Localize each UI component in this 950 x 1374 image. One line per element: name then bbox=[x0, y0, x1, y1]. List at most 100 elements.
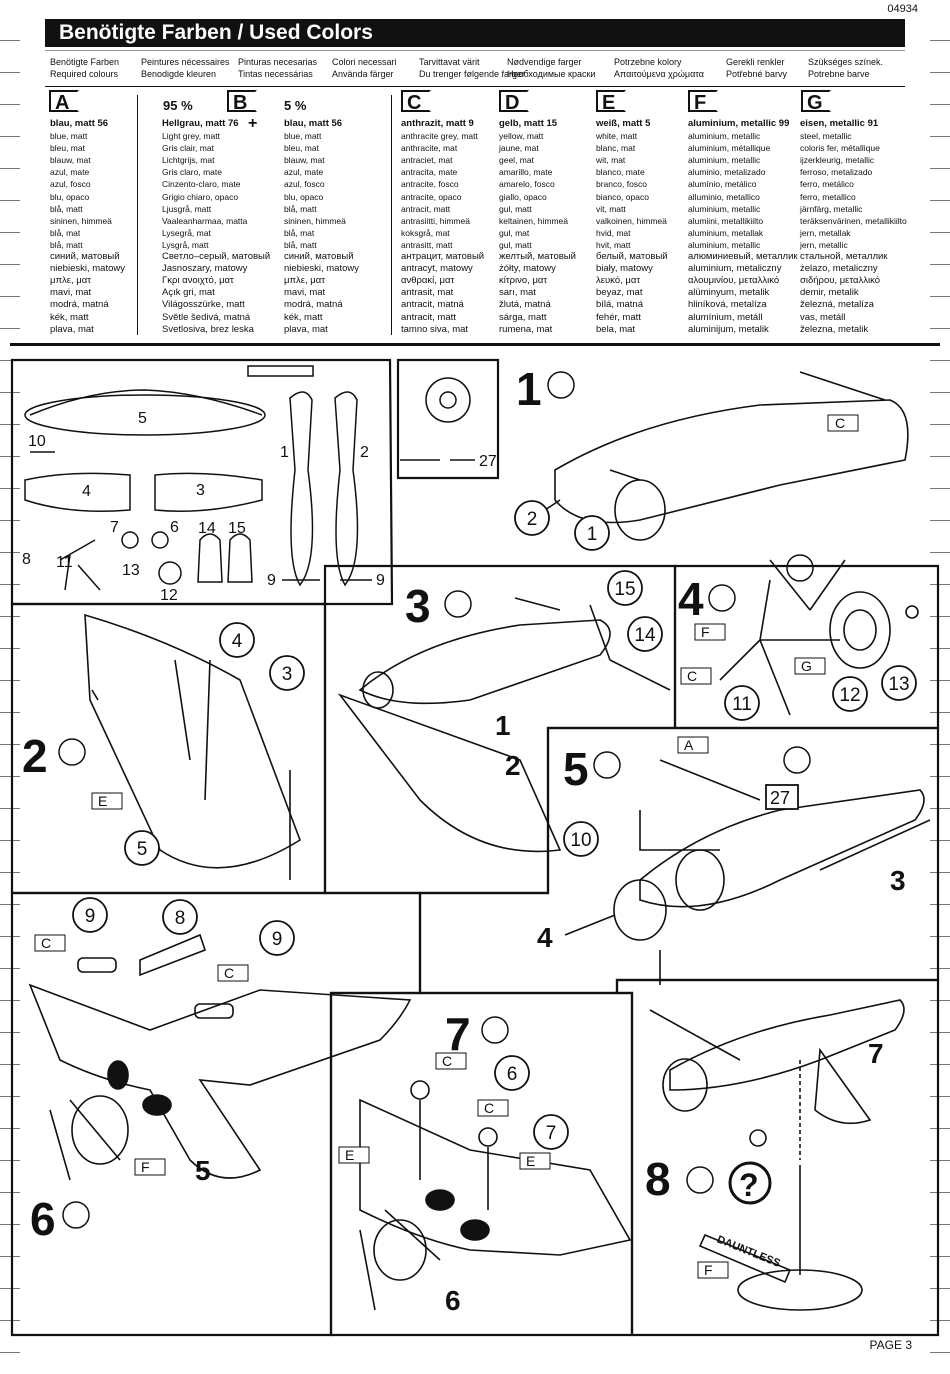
margin-tick bbox=[0, 136, 20, 137]
stand-base bbox=[737, 1269, 863, 1311]
color-translation: Açık gri, mat bbox=[162, 287, 215, 299]
paint-tag-E: E bbox=[91, 792, 123, 810]
wing-step-8 bbox=[649, 1009, 872, 1125]
margin-tick bbox=[930, 168, 950, 169]
color-translation: niebieski, matowy bbox=[50, 263, 125, 275]
margin-tick bbox=[930, 648, 950, 649]
color-name: aluminium, metallic 99 bbox=[688, 118, 790, 129]
color-translation: aluminio, metalizado bbox=[688, 167, 766, 178]
color-translation: żelazo, metaliczny bbox=[800, 263, 878, 275]
margin-tick bbox=[0, 168, 20, 169]
sprue-label: 2 bbox=[360, 444, 369, 461]
margin-tick bbox=[930, 904, 950, 905]
paint-tag-E: E bbox=[519, 1152, 551, 1170]
color-translation: aluminium, metallic bbox=[688, 239, 761, 250]
wing-step-7 bbox=[359, 1098, 632, 1256]
color-translation: fehér, matt bbox=[596, 311, 641, 323]
color-translation: tamno siva, mat bbox=[401, 323, 469, 335]
color-translation: λευκό, ματ bbox=[596, 275, 641, 287]
svg-text:E: E bbox=[345, 1147, 354, 1163]
color-translation: sarı, mat bbox=[499, 287, 536, 299]
margin-tick bbox=[0, 72, 20, 73]
sprue-label: 9 bbox=[267, 572, 276, 589]
margin-tick bbox=[0, 1160, 20, 1161]
margin-tick bbox=[930, 488, 950, 489]
margin-tick bbox=[0, 1000, 20, 1001]
glue-icon bbox=[786, 554, 814, 582]
color-translation: blå, matt bbox=[50, 239, 83, 250]
color-translation: azul, fosco bbox=[284, 179, 325, 190]
ref-step-6: 6 bbox=[445, 1285, 461, 1316]
step-4-panel bbox=[673, 564, 940, 730]
color-translation: алюминиевый, металлик bbox=[688, 251, 798, 263]
margin-tick bbox=[0, 1064, 20, 1065]
paint-tag-F: F bbox=[134, 1158, 166, 1176]
color-translation: blu, opaco bbox=[284, 191, 324, 202]
color-translation: jern, metallak bbox=[800, 227, 851, 238]
divider bbox=[45, 50, 905, 51]
color-translation: aluminium, metallic bbox=[688, 155, 761, 166]
glue-icon bbox=[444, 590, 472, 618]
part-label: 12 bbox=[839, 685, 860, 706]
color-translation: стальной, металлик bbox=[800, 251, 888, 263]
margin-tick bbox=[930, 1320, 950, 1321]
svg-text:C: C bbox=[687, 668, 697, 684]
color-code-F: F bbox=[688, 90, 718, 114]
color-name: eisen, metallic 91 bbox=[800, 118, 879, 129]
part-label: 9 bbox=[85, 906, 96, 927]
glue-icon bbox=[593, 751, 621, 779]
color-translation: sininen, himmeä bbox=[284, 215, 346, 226]
page-number: PAGE 3 bbox=[869, 1338, 912, 1352]
margin-tick bbox=[930, 584, 950, 585]
color-translation: plava, mat bbox=[284, 323, 328, 335]
color-translation: антрацит, матовый bbox=[401, 251, 485, 263]
paint-tag-E: E bbox=[338, 1146, 370, 1164]
part-12-engine bbox=[158, 561, 182, 585]
sprue-label: 10 bbox=[28, 433, 46, 450]
color-translation: azul, mate bbox=[284, 167, 324, 178]
part-label: 3 bbox=[282, 664, 293, 685]
part-label: 8 bbox=[175, 908, 186, 929]
color-translation: sininen, himmeä bbox=[50, 215, 112, 226]
margin-tick bbox=[0, 744, 20, 745]
color-translation: ijzerkleurig, metallic bbox=[800, 155, 875, 166]
margin-tick bbox=[930, 264, 950, 265]
paint-tag-C: C bbox=[217, 964, 249, 982]
color-translation: Jasnoszary, matowy bbox=[162, 263, 248, 275]
margin-tick bbox=[930, 520, 950, 521]
margin-tick bbox=[930, 1160, 950, 1161]
color-translation: antracit, matná bbox=[401, 299, 464, 311]
step-7-panel bbox=[329, 991, 634, 1337]
sprue-label: 8 bbox=[22, 551, 31, 568]
color-translation: aluminium, metaliczny bbox=[688, 263, 782, 275]
color-translation: antracit, matt bbox=[401, 311, 456, 323]
paint-tag-F: F bbox=[694, 623, 726, 641]
part-label: 9 bbox=[272, 929, 283, 950]
color-translation: modrá, matná bbox=[284, 299, 343, 311]
color-translation: hvid, mat bbox=[596, 227, 631, 238]
margin-tick bbox=[930, 1000, 950, 1001]
ref-step-1: 1 bbox=[495, 710, 511, 741]
margin-tick bbox=[930, 296, 950, 297]
ref-step-2: 2 bbox=[505, 750, 521, 781]
part-8-tank bbox=[139, 933, 207, 977]
svg-text:C: C bbox=[484, 1100, 494, 1116]
color-translation: antrasitt, matt bbox=[401, 239, 453, 250]
color-translation: sárga, matt bbox=[499, 311, 547, 323]
margin-tick bbox=[0, 232, 20, 233]
margin-tick bbox=[930, 232, 950, 233]
margin-tick bbox=[0, 1192, 20, 1193]
svg-text:A: A bbox=[684, 737, 694, 753]
margin-tick bbox=[930, 680, 950, 681]
color-translation: antrasit, mat bbox=[401, 287, 454, 299]
color-translation: koksgrå, mat bbox=[401, 227, 450, 238]
margin-tick bbox=[930, 616, 950, 617]
color-code-E: E bbox=[596, 90, 626, 114]
color-translation: Light grey, matt bbox=[162, 131, 220, 142]
sprue-label: 3 bbox=[196, 482, 205, 499]
color-translation: biały, matowy bbox=[596, 263, 653, 275]
